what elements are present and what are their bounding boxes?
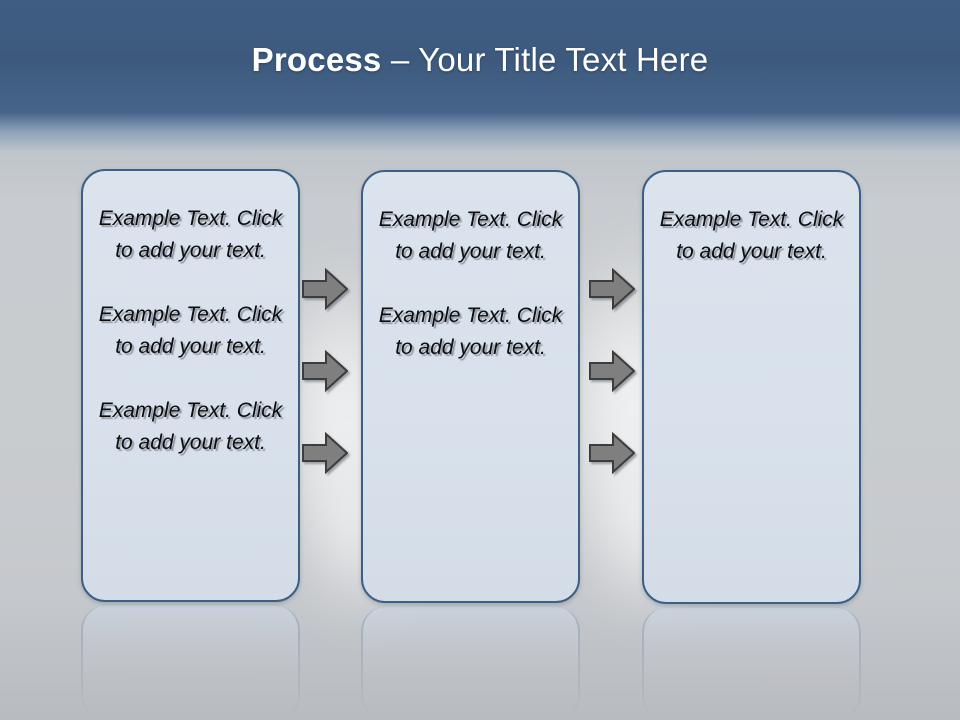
process-box-1[interactable]: Example Text. Click to add your text. Ex… [81,169,300,602]
title-rest: – Your Title Text Here [381,41,709,78]
text-block[interactable]: Example Text. Click to add your text. [98,207,283,262]
box-2-text-wrap: Example Text. Click to add your text. Ex… [375,204,566,364]
text-block[interactable]: Example Text. Click to add your text. [98,303,283,358]
arrow-right-icon[interactable] [589,350,635,392]
text-block[interactable]: Example Text. Click to add your text. [378,304,563,359]
title-band: Process – Your Title Text Here [0,0,960,120]
arrow-right-icon[interactable] [302,350,348,392]
box-reflection [642,608,861,720]
box-1-text-wrap: Example Text. Click to add your text. Ex… [95,203,286,459]
title-strong: Process [251,41,382,78]
arrow-right-icon[interactable] [302,432,348,474]
slide-title: Process – Your Title Text Here [252,41,709,79]
arrow-right-icon[interactable] [589,268,635,310]
box-reflection [361,607,580,720]
process-box-3[interactable]: Example Text. Click to add your text. [642,170,861,604]
box-3-text-wrap: Example Text. Click to add your text. [656,204,847,268]
text-block[interactable]: Example Text. Click to add your text. [659,208,844,263]
text-block[interactable]: Example Text. Click to add your text. [378,208,563,263]
arrow-right-icon[interactable] [589,432,635,474]
text-block[interactable]: Example Text. Click to add your text. [98,399,283,454]
arrow-right-icon[interactable] [302,268,348,310]
process-box-2[interactable]: Example Text. Click to add your text. Ex… [361,170,580,603]
box-reflection [81,606,300,720]
